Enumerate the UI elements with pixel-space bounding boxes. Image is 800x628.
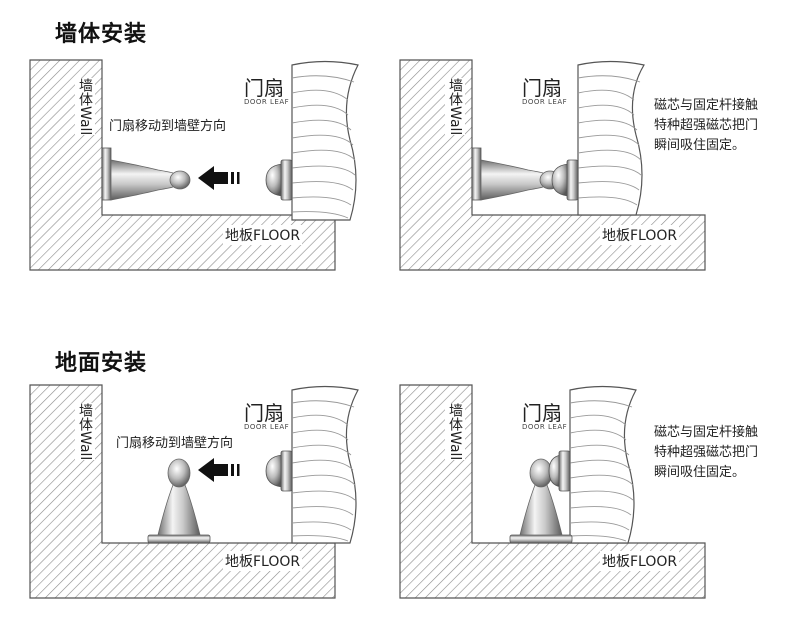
floor-label: 地板FLOOR xyxy=(600,551,680,571)
floor-label: 地板FLOOR xyxy=(223,225,303,245)
door-leaf-subtitle: DOOR LEAF xyxy=(242,423,292,431)
move-direction-label: 门扇移动到墙壁方向 xyxy=(115,432,235,451)
panel-wall-after: 墙体Wall 门扇 DOOR LEAF 地板FLOOR 磁芯与固定杆接触 特种超… xyxy=(399,59,758,275)
wall-floor-diagram xyxy=(399,384,706,599)
door-leaf-subtitle: DOOR LEAF xyxy=(520,98,570,106)
description-line: 磁芯与固定杆接触 xyxy=(654,425,759,440)
panel-floor-before: 墙体Wall 门扇 DOOR LEAF 门扇移动到墙壁方向 地板FLOOR xyxy=(29,384,375,600)
description-line: 特种超强磁芯把门 xyxy=(654,118,759,133)
result-description: 磁芯与固定杆接触 特种超强磁芯把门 瞬间吸住固定。 xyxy=(654,96,764,156)
panel-wall-before: 墙体Wall 门扇 DOOR LEAF 门扇移动到墙壁方向 地板FLOOR xyxy=(29,59,375,275)
move-direction-label: 门扇移动到墙壁方向 xyxy=(108,115,228,134)
section-title-floor-install: 地面安装 xyxy=(55,351,148,376)
door-leaf-subtitle: DOOR LEAF xyxy=(242,98,292,106)
wall-floor-diagram xyxy=(29,59,359,271)
wall-label: 墙体Wall xyxy=(445,403,465,461)
description-line: 瞬间吸住固定。 xyxy=(654,465,746,480)
description-line: 磁芯与固定杆接触 xyxy=(654,98,759,113)
floor-label: 地板FLOOR xyxy=(600,225,680,245)
section-title-wall-install: 墙体安装 xyxy=(55,22,148,47)
description-line: 瞬间吸住固定。 xyxy=(654,138,746,153)
door-leaf-title: 门扇 xyxy=(520,397,564,426)
door-leaf-title: 门扇 xyxy=(242,397,286,426)
wall-label: 墙体Wall xyxy=(445,78,465,136)
door-leaf-title: 门扇 xyxy=(242,72,286,101)
door-leaf-subtitle: DOOR LEAF xyxy=(520,423,570,431)
move-arrow-icon xyxy=(198,458,240,482)
description-line: 特种超强磁芯把门 xyxy=(654,445,759,460)
wall-floor-diagram xyxy=(399,59,706,271)
result-description: 磁芯与固定杆接触 特种超强磁芯把门 瞬间吸住固定。 xyxy=(654,423,764,483)
wall-floor-diagram xyxy=(29,384,359,599)
move-arrow-icon xyxy=(198,166,240,190)
door-leaf-title: 门扇 xyxy=(520,72,564,101)
panel-floor-after: 墙体Wall 门扇 DOOR LEAF 地板FLOOR 磁芯与固定杆接触 特种超… xyxy=(399,384,758,600)
wall-label: 墙体Wall xyxy=(75,78,95,136)
floor-label: 地板FLOOR xyxy=(223,551,303,571)
wall-label: 墙体Wall xyxy=(75,403,95,461)
